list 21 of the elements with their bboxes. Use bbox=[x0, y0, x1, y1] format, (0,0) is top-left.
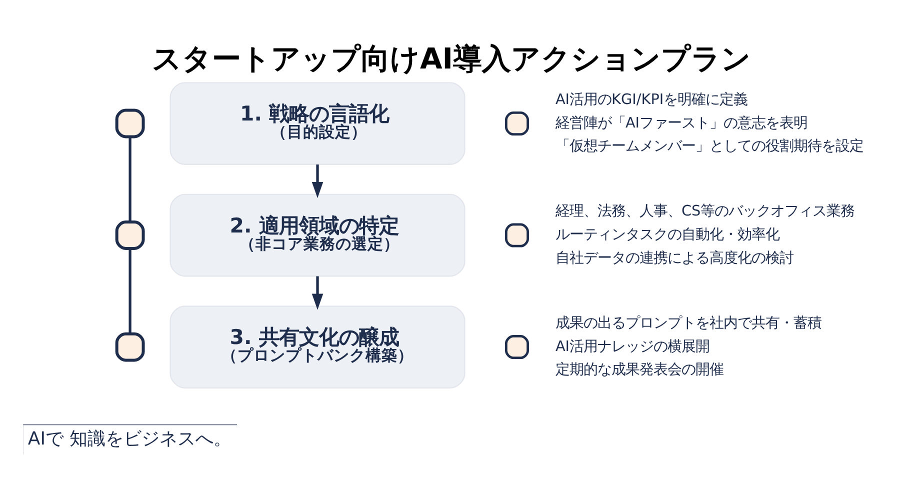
node-label: ルーティンタスクの自動化・効率化 bbox=[555, 226, 780, 243]
node-box: 2. 適用領域の特定 （非コア業務の選定） bbox=[170, 193, 466, 276]
node-label: AI活用のKGI/KPIを明確に定義 bbox=[555, 91, 748, 108]
node-box: 1. 戦略の言語化 （目的設定） bbox=[170, 82, 466, 164]
node-label: 経営陣が「AIファースト」の意志を表明 bbox=[555, 114, 808, 131]
label: AIで 知識をビジネスへ。 bbox=[28, 428, 232, 449]
node-box bbox=[115, 108, 145, 138]
node-box bbox=[115, 332, 145, 362]
connector bbox=[128, 136, 132, 222]
diagram-title: スタートアップ向けAI導入アクションプラン bbox=[152, 40, 752, 75]
node-label: 成果の出るプロンプトを社内で共有・蓄積 bbox=[555, 314, 822, 331]
node-label: 定期的な成果発表会の開催 bbox=[555, 362, 724, 378]
node-label: 経理、法務、人事、CS等のバックオフィス業務 bbox=[555, 203, 855, 220]
node-label: 自社データの連携による高度化の検討 bbox=[555, 250, 794, 266]
node-label: 「仮想チームメンバー」としての役割期待を設定 bbox=[555, 138, 864, 154]
node-box bbox=[115, 220, 145, 250]
node-box: 3. 共有文化の醸成 （プロンプトバンク構築） bbox=[170, 305, 466, 388]
arrow bbox=[312, 276, 324, 310]
arrow bbox=[312, 164, 324, 198]
connector bbox=[128, 248, 132, 334]
node-label: AI活用ナレッジの横展開 bbox=[555, 338, 710, 354]
